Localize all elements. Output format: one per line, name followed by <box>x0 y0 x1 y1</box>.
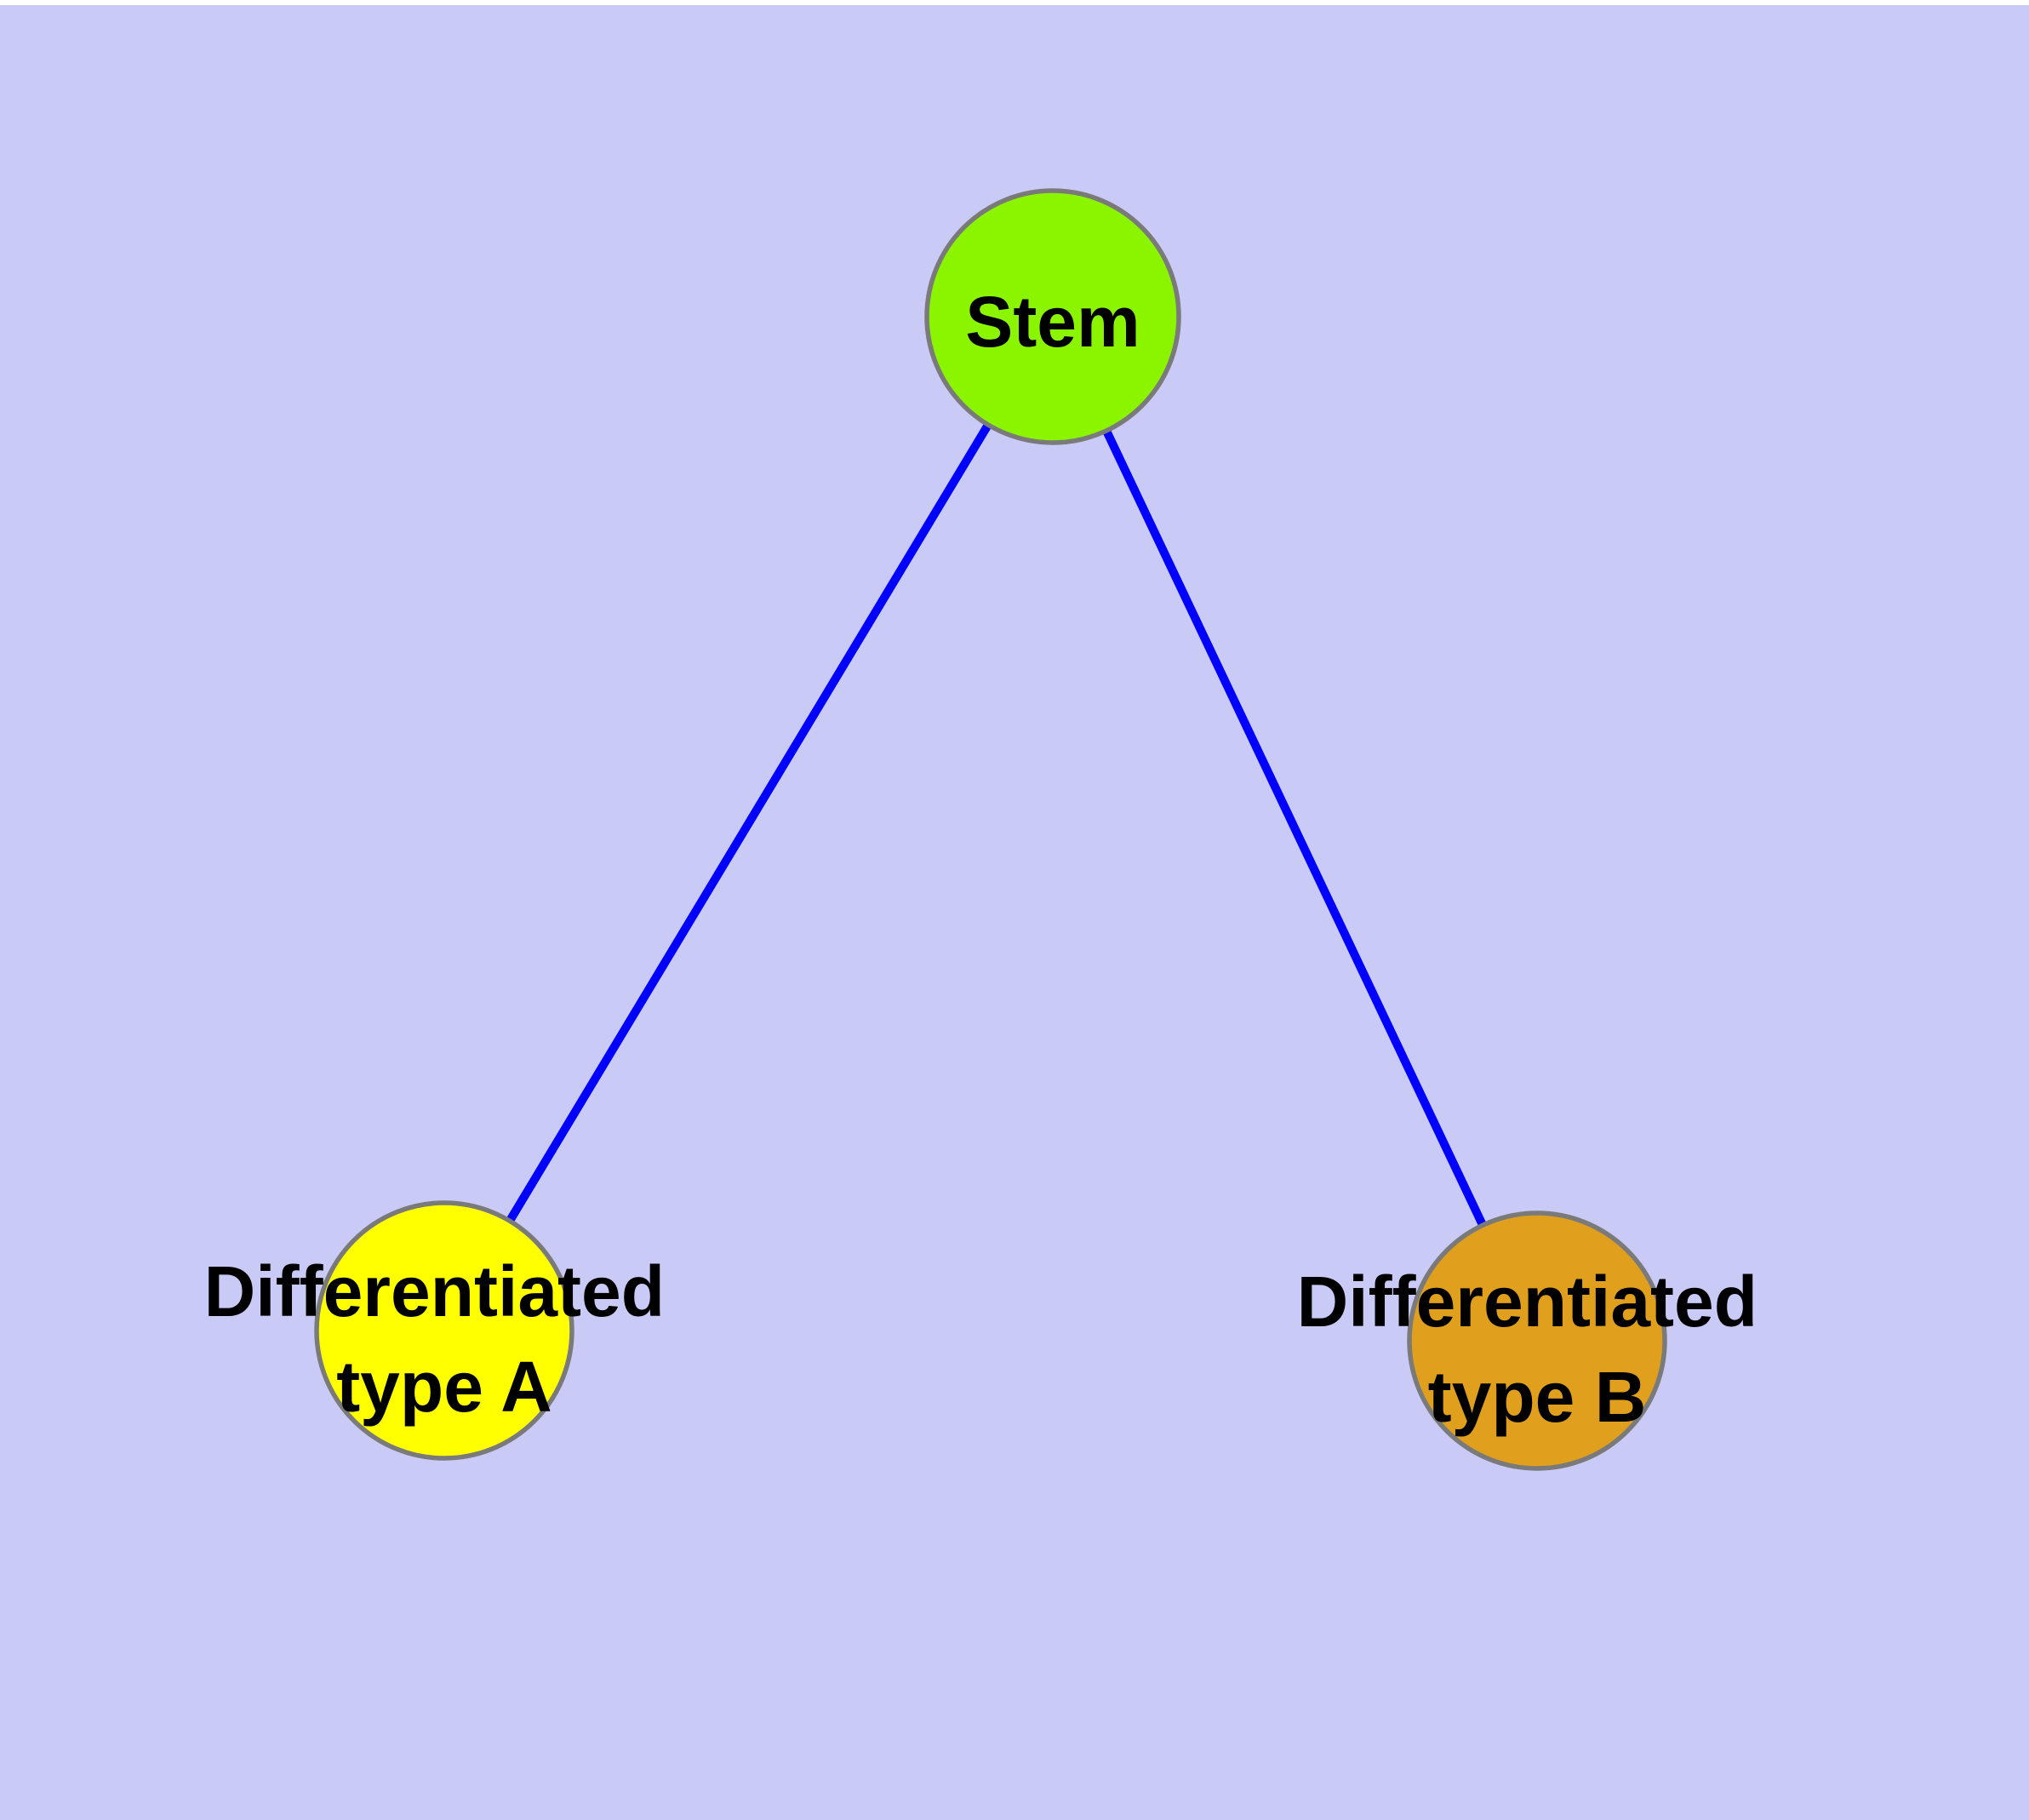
differentiated-type-a-label-line2: type A <box>336 1347 552 1427</box>
stem-node-circle <box>924 188 1181 445</box>
differentiated-type-b-node-label: Differentiated type B <box>1297 1262 1778 1437</box>
edge-stem-to-type-a <box>506 422 992 1223</box>
differentiated-type-a-label-line1: Differentiated <box>204 1251 665 1331</box>
differentiated-type-a-node-label: Differentiated type A <box>204 1251 685 1427</box>
differentiated-type-b-label-line1: Differentiated <box>1297 1262 1758 1342</box>
differentiated-type-b-label-line2: type B <box>1428 1357 1647 1437</box>
differentiated-type-a-node-circle <box>314 1200 574 1461</box>
edge-stem-to-type-b <box>1102 428 1487 1228</box>
differentiated-type-b-node-circle <box>1407 1210 1667 1471</box>
stem-node-label: Stem <box>965 282 1140 362</box>
